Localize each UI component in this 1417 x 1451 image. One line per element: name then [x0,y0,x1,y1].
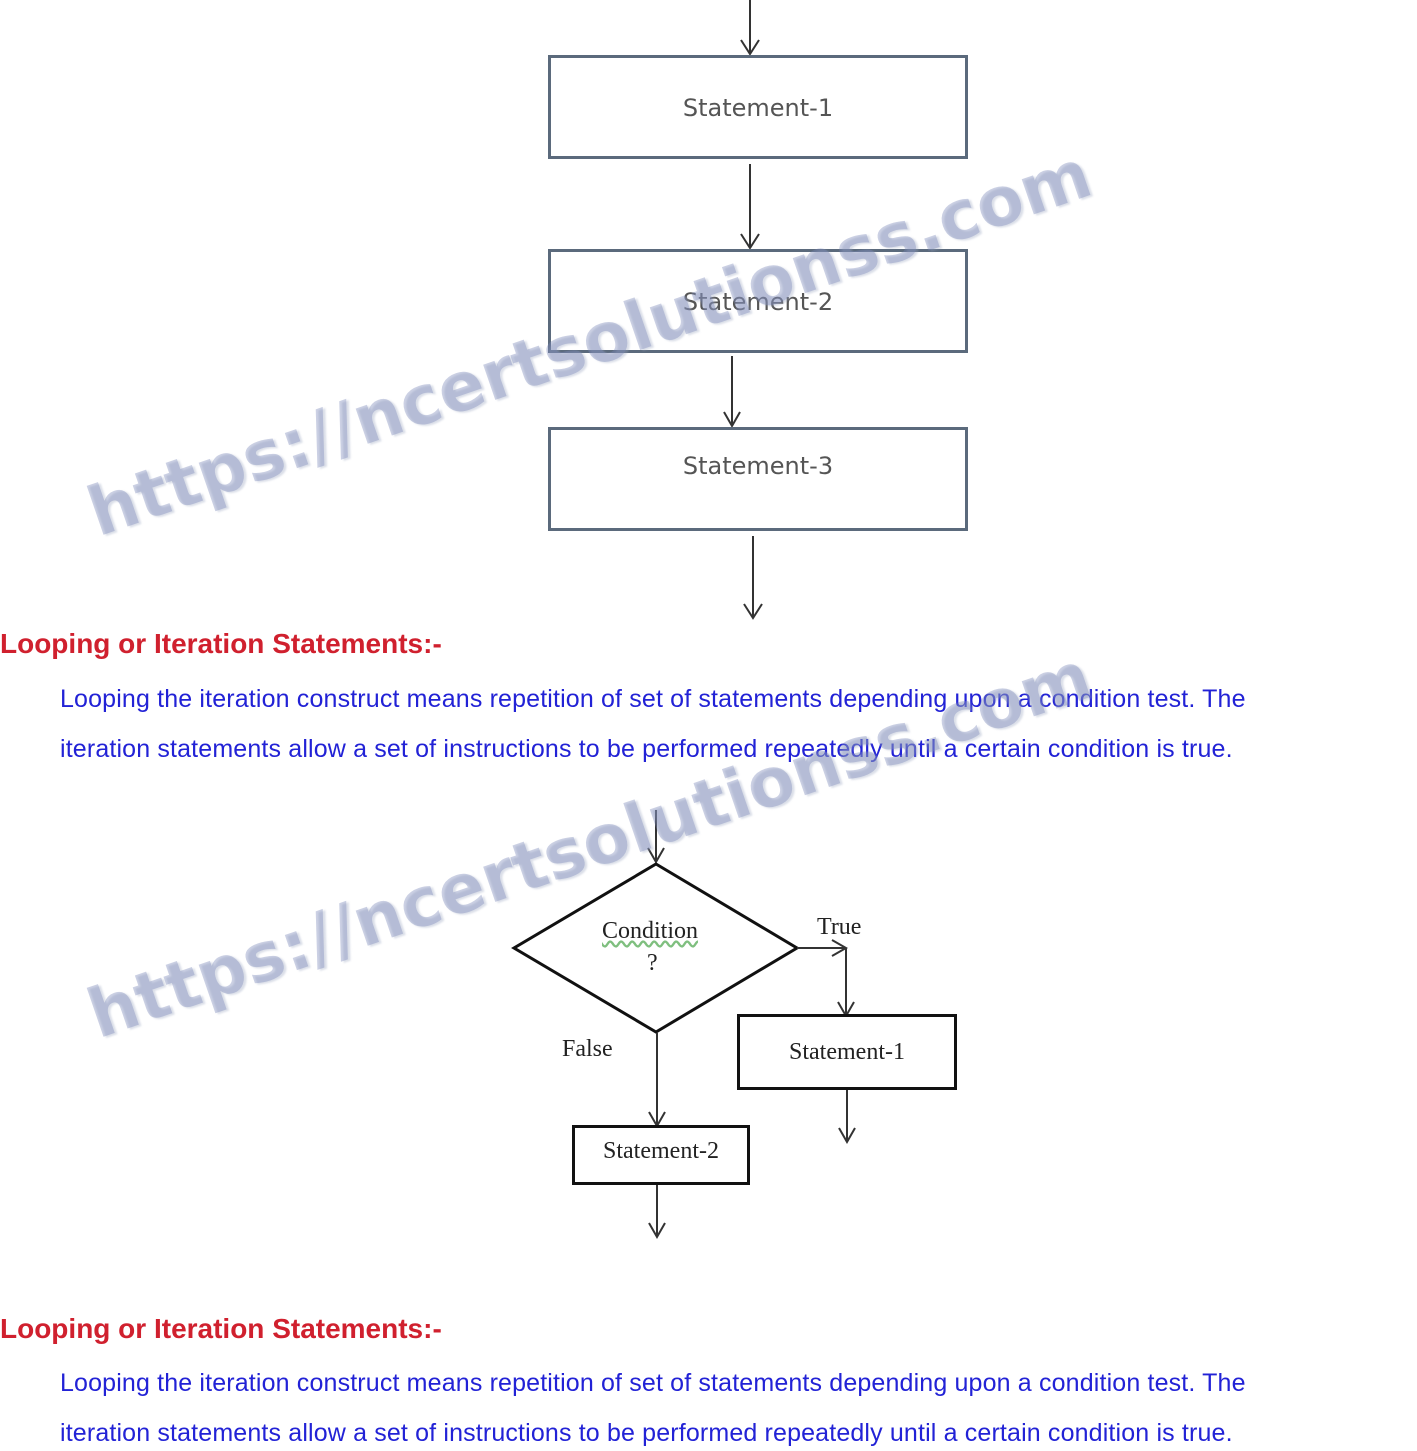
false-label: False [562,1036,613,1062]
arrowhead-8 [838,1127,856,1145]
flow1-statement-2-label: Statement-2 [682,288,834,316]
arrowhead-4 [743,603,763,620]
condition-question-mark: ? [647,950,658,976]
true-label: True [817,914,862,940]
section-2-line-2: iteration statements allow a set of inst… [60,1419,1233,1447]
section-2-heading: Looping or Iteration Statements:- [0,1313,442,1344]
condition-diamond [511,862,800,1034]
arrowhead-1 [740,39,760,56]
flow2-statement-1-label: Statement-1 [789,1039,905,1065]
arrowhead-5 [647,847,665,865]
flow2-statement-1-box: Statement-1 [737,1014,957,1090]
flow1-statement-2-box: Statement-2 [548,249,968,353]
arrowhead-2 [740,233,760,250]
section-2-line-1: Looping the iteration construct means re… [60,1369,1246,1397]
condition-label: Condition [602,918,699,944]
arrowhead-3 [723,411,741,429]
flow2-statement-2-box: Statement-2 [572,1125,750,1185]
flow1-statement-3-box: Statement-3 [548,427,968,531]
flow1-statement-3-label: Statement-3 [682,452,834,480]
section-1-line-2: iteration statements allow a set of inst… [60,735,1233,763]
arrowhead-10 [648,1222,666,1240]
section-1-heading: Looping or Iteration Statements:- [0,628,442,659]
section-1-line-1: Looping the iteration construct means re… [60,685,1246,713]
flow1-statement-1-label: Statement-1 [682,94,834,122]
flow2-statement-2-label: Statement-2 [603,1138,719,1164]
flow1-statement-1-box: Statement-1 [548,55,968,159]
